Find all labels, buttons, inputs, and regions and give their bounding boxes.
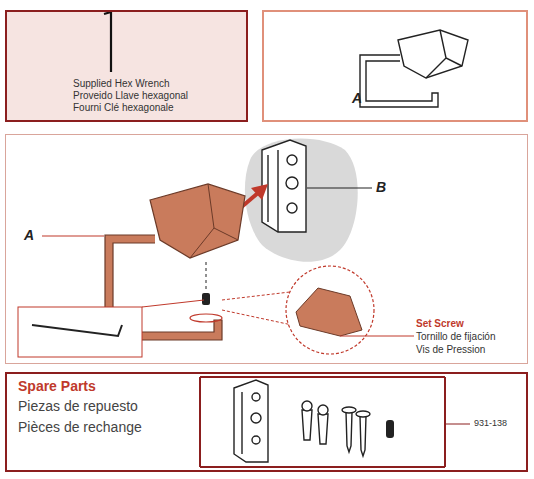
panel-text: Proveido Llave hexagonal: [73, 90, 188, 102]
panel: Spare PartsPiezas de repuestoPièces de r…: [5, 372, 528, 472]
panel: Supplied Hex WrenchProveido Llave hexago…: [5, 10, 248, 122]
panel: A: [262, 10, 528, 122]
panel-text: Supplied Hex Wrench: [73, 78, 170, 90]
panel-text: Fourni Clé hexagonale: [73, 102, 174, 114]
panel: A B Set ScrewTornillo de fijaciónVis de Pr…: [5, 134, 528, 364]
part-letter: B: [376, 179, 386, 195]
panel-text: Tornillo de fijación: [416, 331, 496, 343]
panel-text: Spare Parts: [18, 378, 96, 394]
part-letter: A: [24, 227, 34, 243]
panel-text: Vis de Pression: [416, 344, 485, 356]
panel-text: Set Screw: [416, 318, 464, 330]
part-number: 931-138: [474, 418, 507, 428]
panel-text: Pièces de rechange: [18, 419, 142, 435]
part-letter: A: [352, 90, 362, 106]
panel-text: Piezas de repuesto: [18, 398, 138, 414]
